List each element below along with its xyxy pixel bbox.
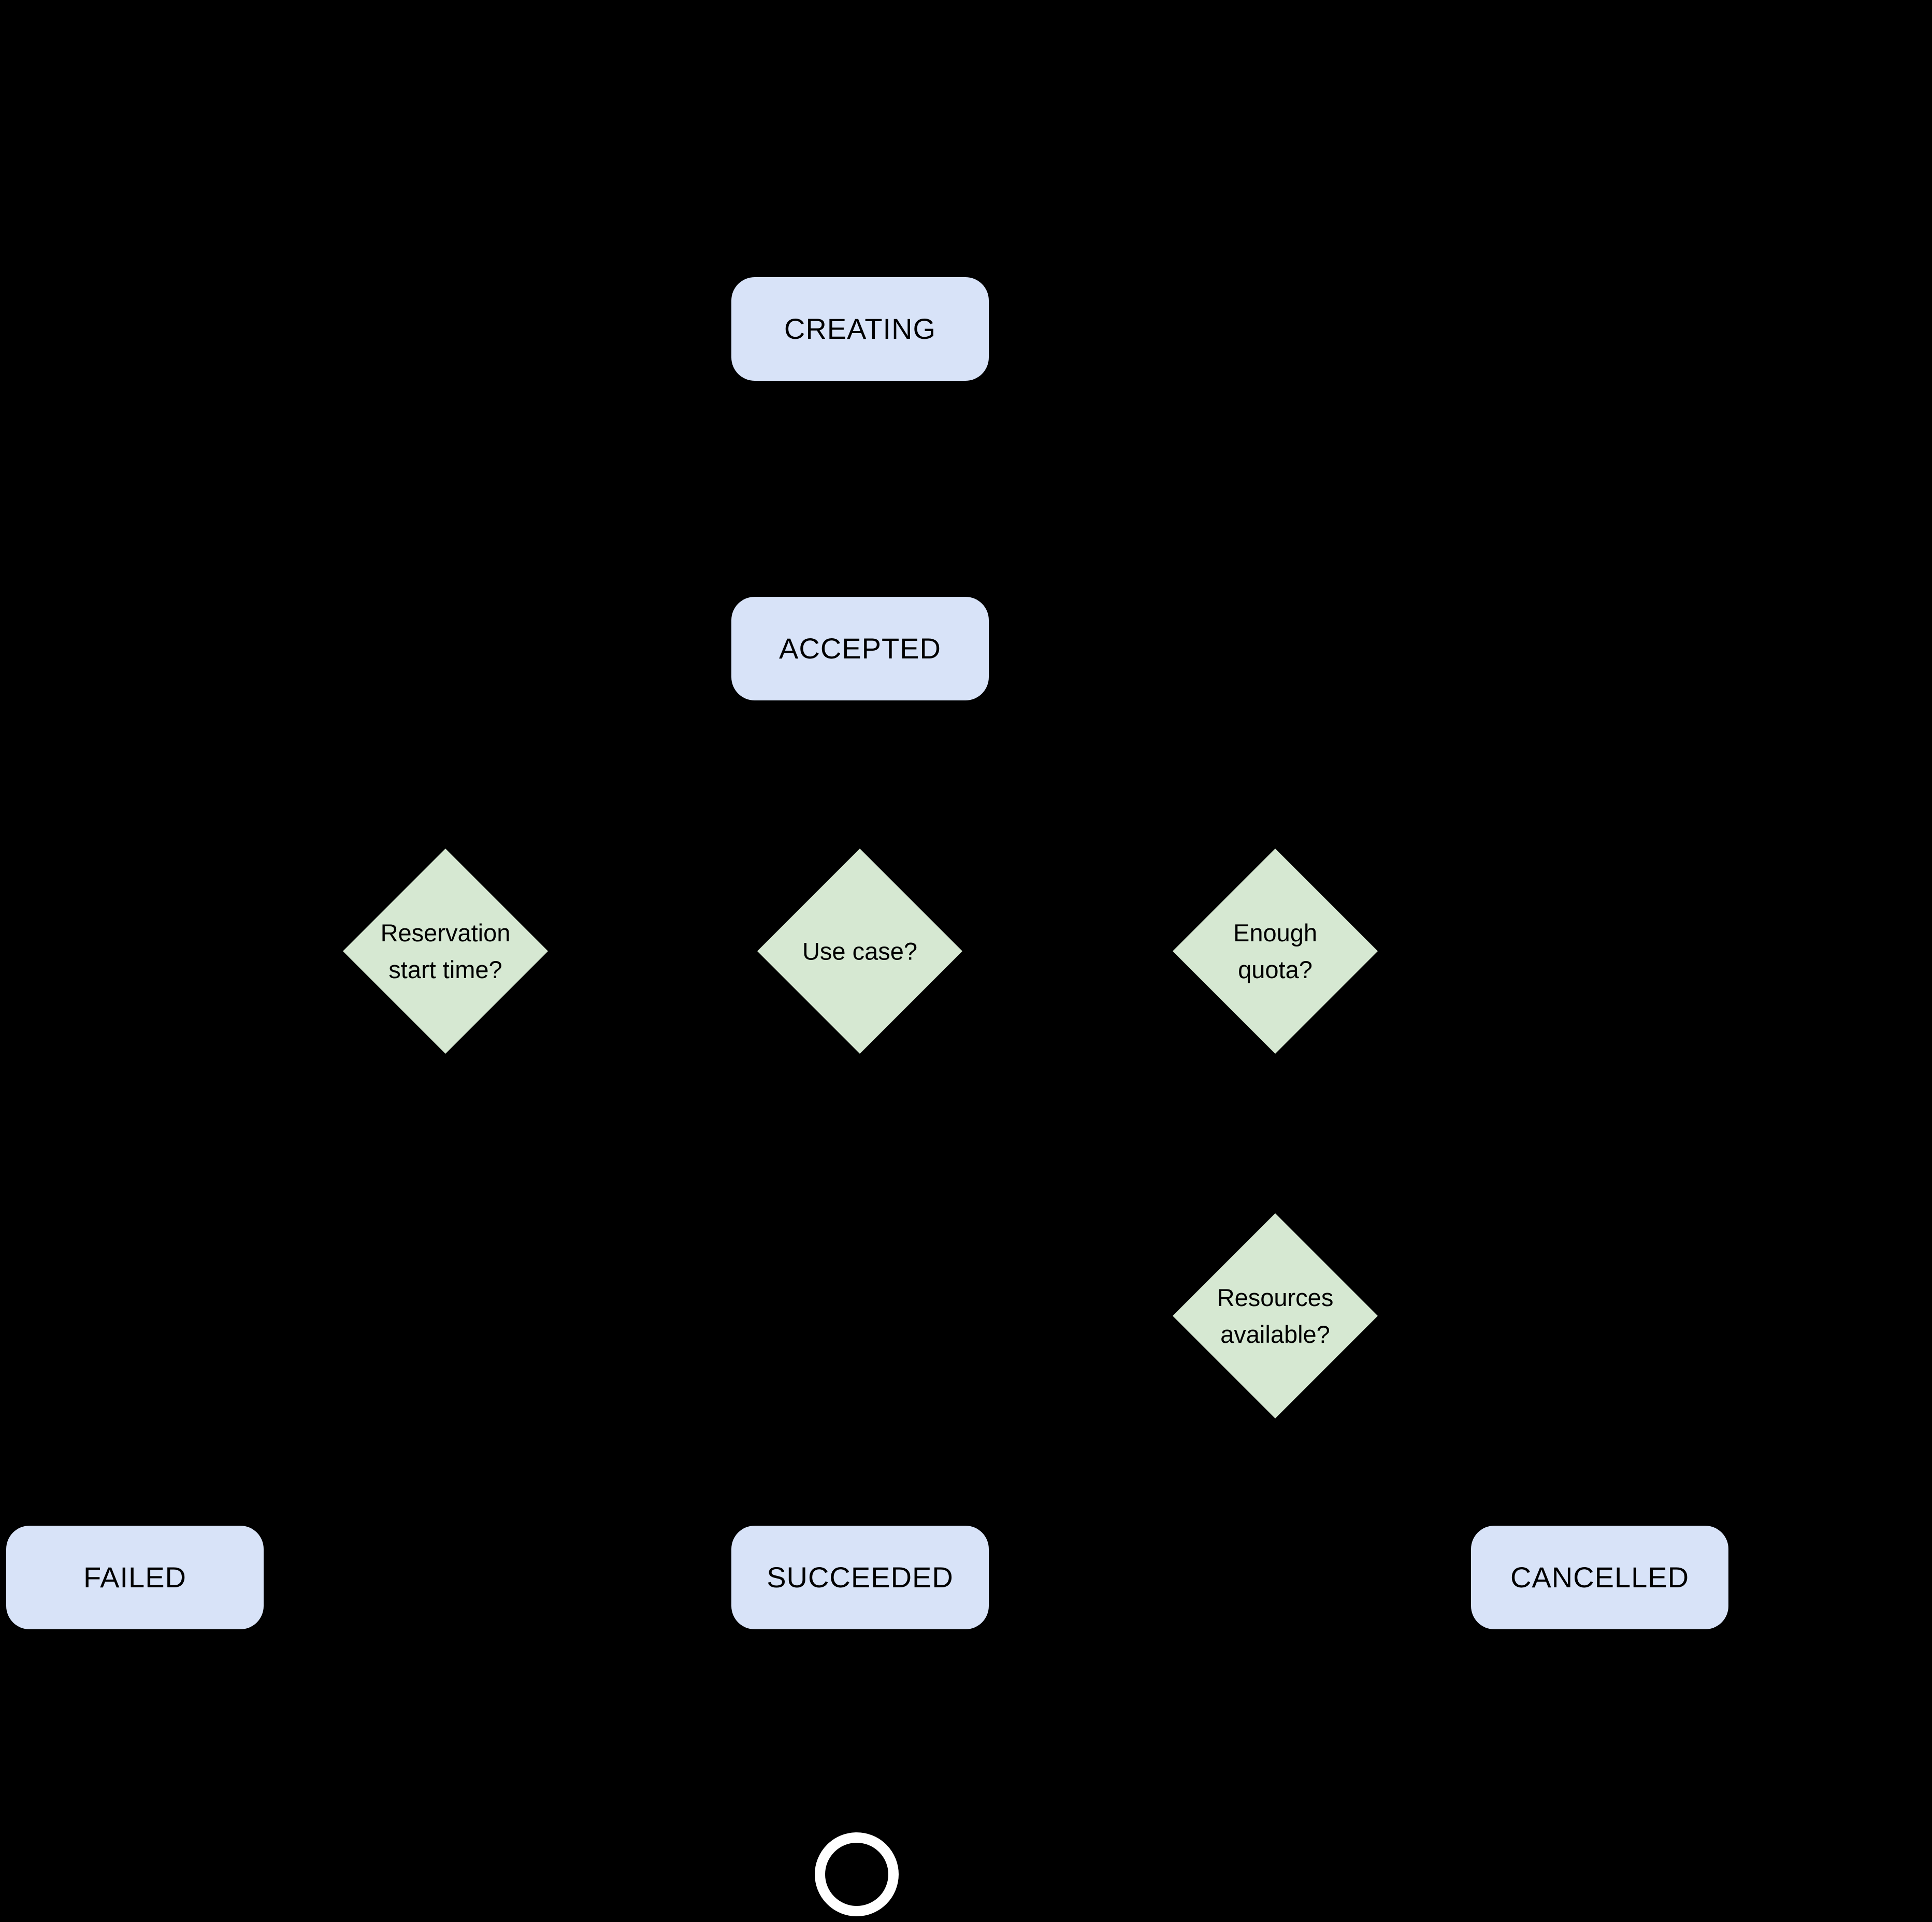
decision-label-enough-quota: Enough quota? — [1166, 914, 1384, 988]
state-label-cancelled: CANCELLED — [1510, 1561, 1690, 1594]
end-terminal-icon — [815, 1832, 899, 1916]
decision-label-line: available? — [1220, 1321, 1330, 1348]
state-node-failed: FAILED — [6, 1526, 264, 1629]
state-node-succeeded: SUCCEEDED — [731, 1526, 989, 1629]
decision-label-reservation-start-time: Reservation start time? — [337, 914, 554, 988]
decision-label-resources-available: Resources available? — [1166, 1279, 1384, 1353]
state-label-succeeded: SUCCEEDED — [767, 1561, 954, 1594]
decision-label-line: Enough — [1233, 919, 1318, 946]
state-node-creating: CREATING — [731, 277, 989, 381]
state-label-failed: FAILED — [83, 1561, 186, 1594]
state-node-accepted: ACCEPTED — [731, 597, 989, 700]
state-node-cancelled: CANCELLED — [1471, 1526, 1728, 1629]
state-label-creating: CREATING — [784, 312, 936, 345]
decision-label-line: Use case? — [802, 937, 918, 965]
decision-label-line: quota? — [1238, 956, 1313, 983]
decision-label-line: Resources — [1217, 1284, 1334, 1311]
state-label-accepted: ACCEPTED — [779, 632, 941, 665]
decision-label-use-case: Use case? — [751, 933, 969, 970]
decision-label-line: Reservation — [380, 919, 511, 946]
decision-label-line: start time? — [388, 956, 502, 983]
